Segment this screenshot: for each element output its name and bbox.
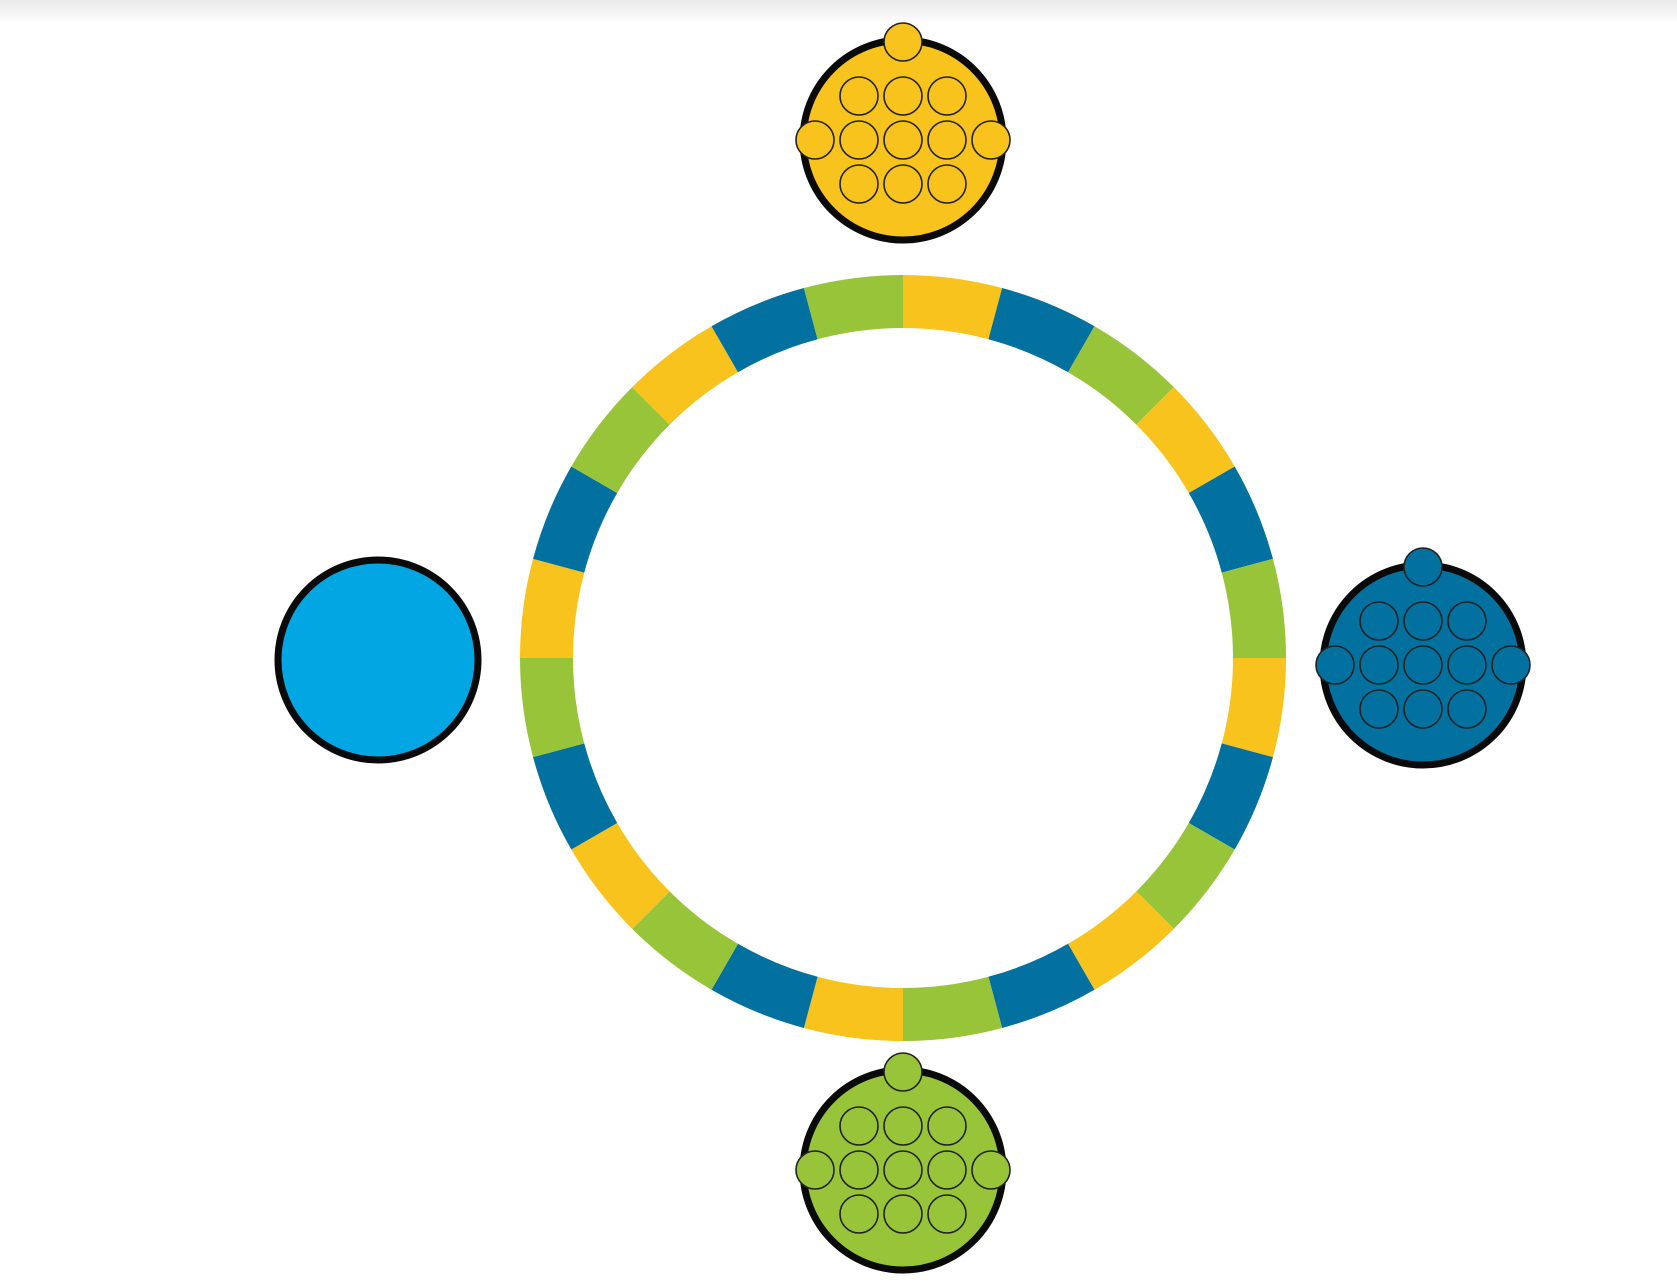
game-token[interactable]: [883, 120, 923, 160]
game-token[interactable]: [883, 1150, 923, 1190]
game-token[interactable]: [927, 1150, 967, 1190]
track-segment[interactable]: [533, 466, 618, 573]
game-token[interactable]: [927, 76, 967, 116]
track-segment[interactable]: [711, 943, 818, 1028]
track-segment[interactable]: [1221, 658, 1286, 758]
player-base-dark_blue[interactable]: [1315, 547, 1531, 769]
rim-token[interactable]: [971, 1150, 1011, 1190]
track-segment[interactable]: [903, 275, 1003, 340]
rim-token[interactable]: [1491, 645, 1531, 685]
game-token[interactable]: [839, 1106, 879, 1146]
rim-token[interactable]: [1403, 547, 1443, 587]
player-base-yellow[interactable]: [795, 22, 1011, 244]
game-token[interactable]: [927, 1106, 967, 1146]
base-circle[interactable]: [274, 556, 482, 764]
track-segment[interactable]: [1068, 891, 1174, 990]
game-token[interactable]: [1403, 601, 1443, 641]
track-segment[interactable]: [571, 823, 670, 929]
track-segment[interactable]: [711, 288, 818, 373]
track-segment[interactable]: [632, 891, 738, 990]
game-token[interactable]: [839, 164, 879, 204]
player-base-light_blue[interactable]: [274, 556, 482, 764]
rim-token[interactable]: [971, 120, 1011, 160]
track-segment[interactable]: [520, 558, 585, 658]
game-token[interactable]: [839, 120, 879, 160]
player-bases: [274, 22, 1531, 1274]
track-segment[interactable]: [1221, 558, 1286, 658]
track-segment[interactable]: [533, 743, 618, 850]
game-token[interactable]: [1359, 689, 1399, 729]
track-segment[interactable]: [803, 976, 903, 1041]
circular-track: [520, 275, 1286, 1041]
game-token[interactable]: [839, 1194, 879, 1234]
track-segment[interactable]: [1136, 387, 1235, 493]
game-token[interactable]: [1447, 601, 1487, 641]
game-token[interactable]: [927, 120, 967, 160]
game-token[interactable]: [1403, 689, 1443, 729]
player-base-green[interactable]: [795, 1052, 1011, 1274]
track-segment[interactable]: [571, 387, 670, 493]
rim-token[interactable]: [1315, 645, 1355, 685]
rim-token[interactable]: [795, 1150, 835, 1190]
game-token[interactable]: [1447, 645, 1487, 685]
track-segment[interactable]: [632, 326, 738, 425]
rim-token[interactable]: [795, 120, 835, 160]
game-token[interactable]: [883, 1106, 923, 1146]
game-token[interactable]: [927, 1194, 967, 1234]
game-token[interactable]: [1359, 601, 1399, 641]
track-segment[interactable]: [1136, 823, 1235, 929]
track-segment[interactable]: [1188, 743, 1273, 850]
rim-token[interactable]: [883, 22, 923, 62]
game-token[interactable]: [1403, 645, 1443, 685]
game-token[interactable]: [839, 76, 879, 116]
game-token[interactable]: [883, 76, 923, 116]
game-token[interactable]: [1447, 689, 1487, 729]
track-segment[interactable]: [803, 275, 903, 340]
game-token[interactable]: [839, 1150, 879, 1190]
track-segment[interactable]: [1188, 466, 1273, 573]
track-segment[interactable]: [520, 658, 585, 758]
game-token[interactable]: [1359, 645, 1399, 685]
game-token[interactable]: [927, 164, 967, 204]
game-token[interactable]: [883, 1194, 923, 1234]
track-segment[interactable]: [1068, 326, 1174, 425]
top-shadow-bar: [0, 0, 1677, 24]
track-segment[interactable]: [988, 288, 1095, 373]
game-token[interactable]: [883, 164, 923, 204]
track-segment[interactable]: [903, 976, 1003, 1041]
rim-token[interactable]: [883, 1052, 923, 1092]
track-segment[interactable]: [988, 943, 1095, 1028]
